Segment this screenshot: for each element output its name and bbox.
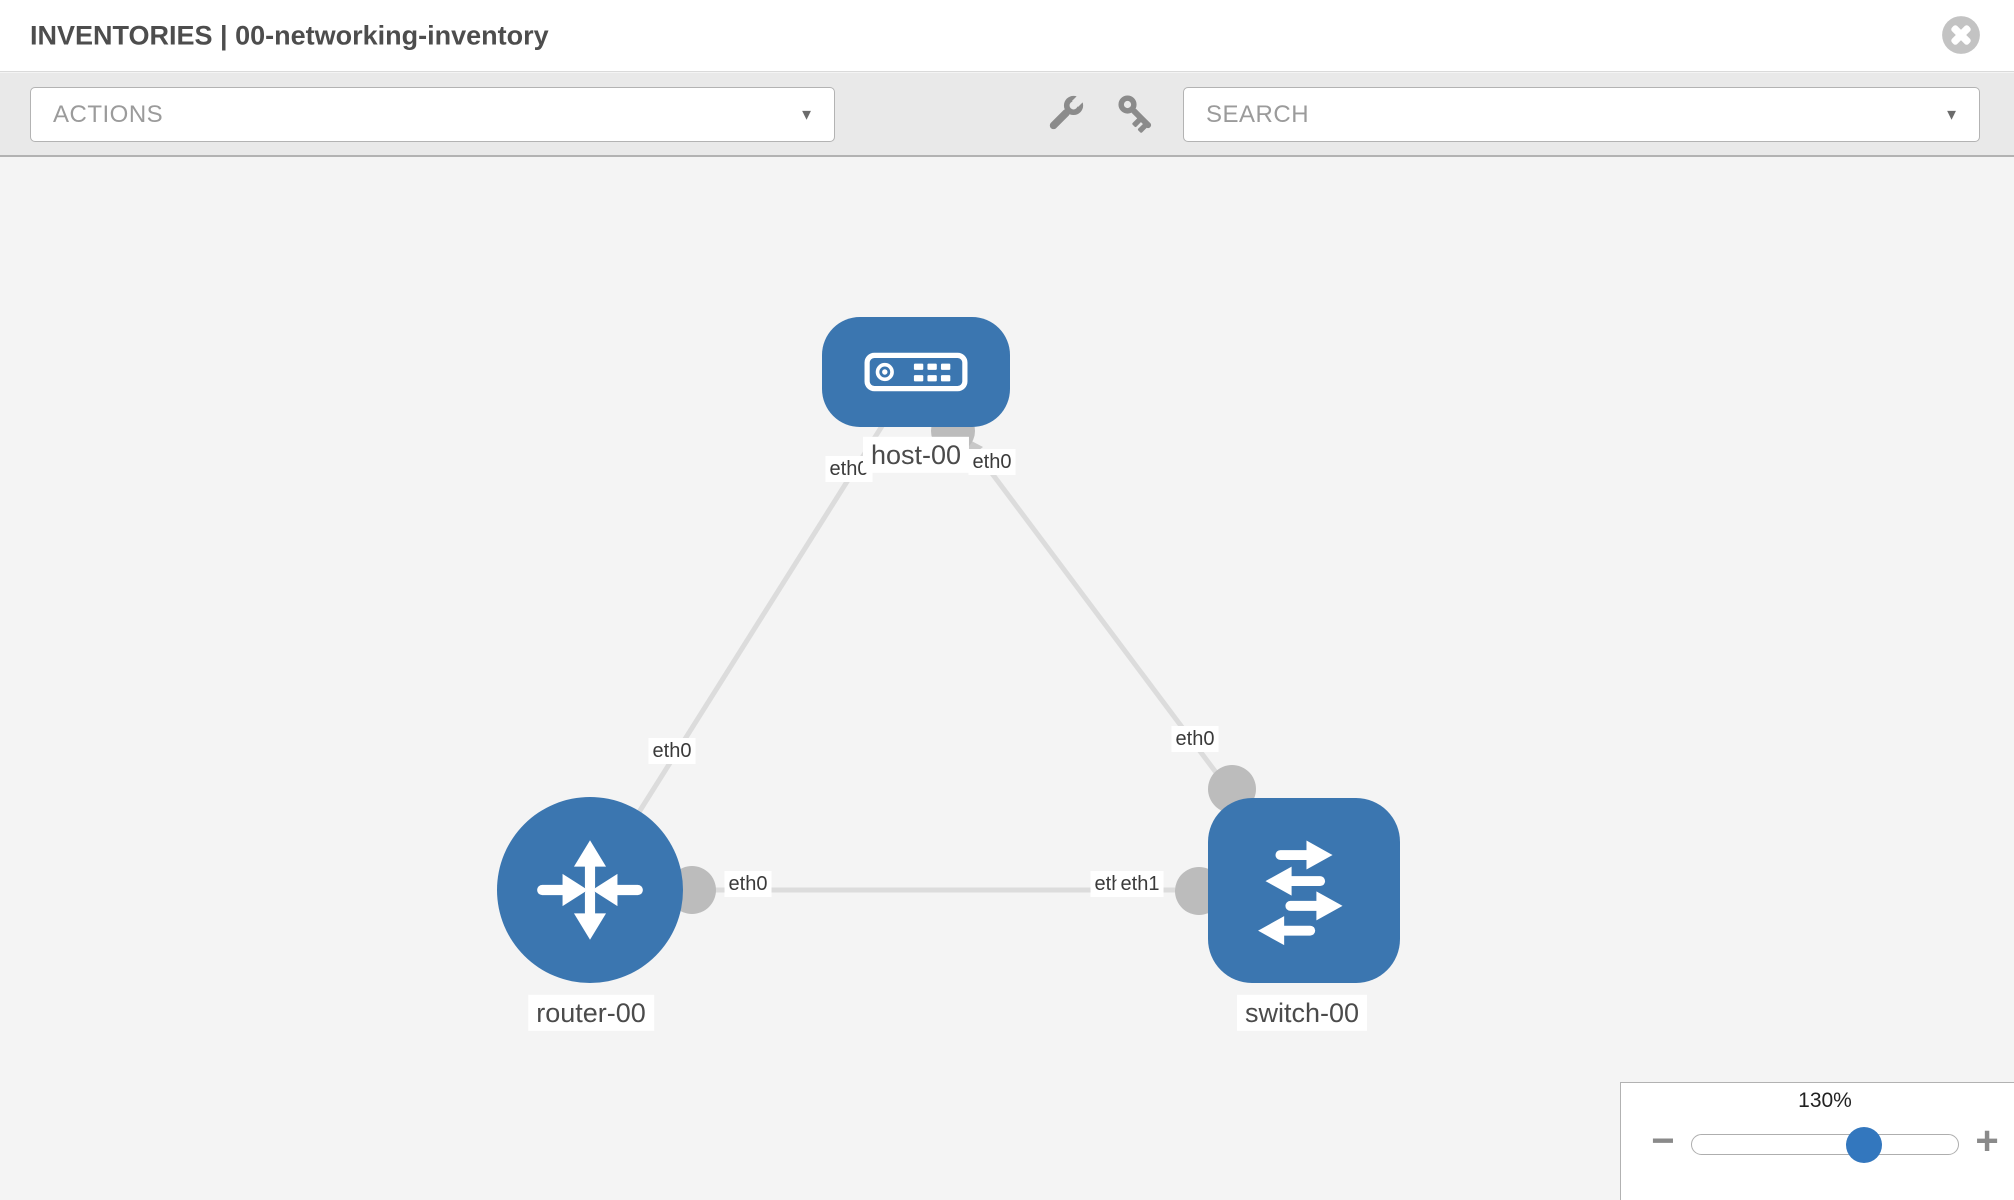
caret-down-icon: ▼ <box>799 106 814 123</box>
iface-label-router-up: eth0 <box>648 738 696 764</box>
node-host-00[interactable] <box>822 317 1010 427</box>
toolbar: ACTIONS ▼ <box>0 73 2014 157</box>
key-icon <box>1118 95 1152 133</box>
zoom-in-button[interactable]: + <box>1975 1119 1999 1163</box>
close-icon <box>1942 16 1980 54</box>
search-dropdown-label: SEARCH <box>1206 100 1310 128</box>
actions-dropdown-label: ACTIONS <box>53 100 164 128</box>
iface-label-switch-up: eth0 <box>1171 726 1219 752</box>
zoom-level-value: 130% <box>1798 1089 1852 1112</box>
configure-button[interactable] <box>1042 89 1090 137</box>
search-dropdown[interactable]: SEARCH ▼ <box>1183 87 1980 142</box>
credentials-button[interactable] <box>1112 89 1160 137</box>
zoom-out-button[interactable]: − <box>1651 1119 1675 1163</box>
iface-label-router-right: eth0 <box>724 871 772 897</box>
iface-label-host-right: eth0 <box>968 449 1016 475</box>
router-icon <box>537 840 643 940</box>
zoom-slider-track[interactable] <box>1691 1134 1959 1155</box>
topology-canvas[interactable] <box>0 159 2014 1200</box>
wrench-icon <box>1049 93 1086 130</box>
close-button[interactable] <box>1941 15 1981 55</box>
zoom-control-panel: 130% − + <box>1620 1082 2014 1200</box>
actions-dropdown[interactable]: ACTIONS ▼ <box>30 87 835 142</box>
page-title: INVENTORIES | 00-networking-inventory <box>30 20 549 50</box>
switch-icon <box>1258 840 1343 945</box>
header: INVENTORIES | 00-networking-inventory <box>0 0 2014 72</box>
node-label-router: router-00 <box>528 994 654 1032</box>
host-icon <box>864 352 968 392</box>
zoom-slider-thumb[interactable] <box>1846 1127 1882 1163</box>
node-label-host: host-00 <box>862 436 970 474</box>
node-label-switch: switch-00 <box>1236 994 1368 1032</box>
iface-label-switch-left-eth1: eth1 <box>1116 871 1164 897</box>
node-router-00[interactable] <box>497 797 683 983</box>
caret-down-icon: ▼ <box>1944 106 1959 123</box>
node-switch-00[interactable] <box>1208 798 1400 983</box>
